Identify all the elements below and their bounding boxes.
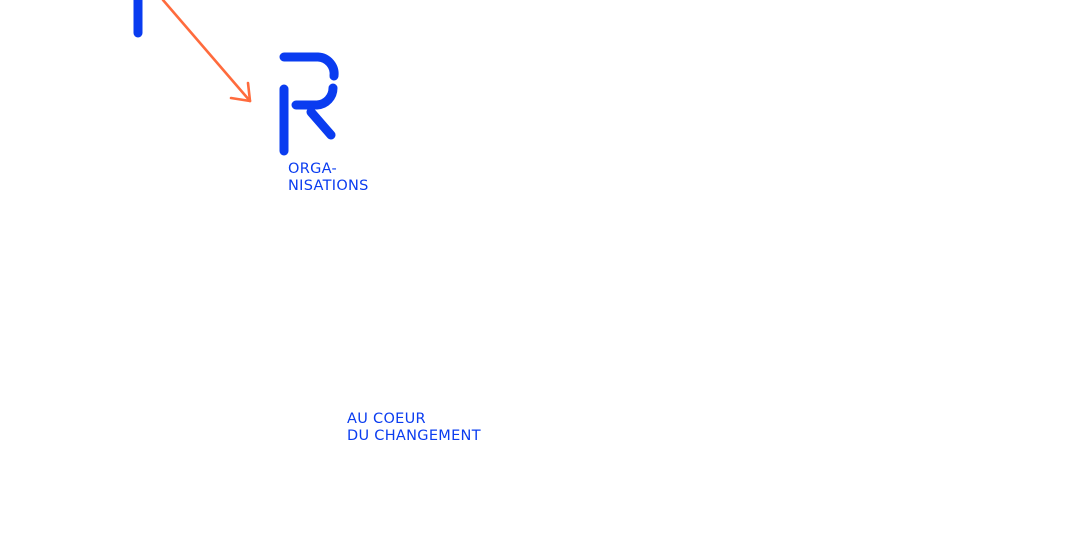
organisations-label: ORGA- NISATIONS [288,161,369,195]
changement-label: AU COEUR DU CHANGEMENT [347,411,481,445]
changement-line1: AU COEUR [347,411,426,427]
organisations-line1: ORGA- [288,161,338,177]
arrow-to-r [161,0,252,103]
organisations-line2: NISATIONS [288,178,369,194]
changement-line2: DU CHANGEMENT [347,428,481,444]
letter-r-organisations [279,52,339,156]
